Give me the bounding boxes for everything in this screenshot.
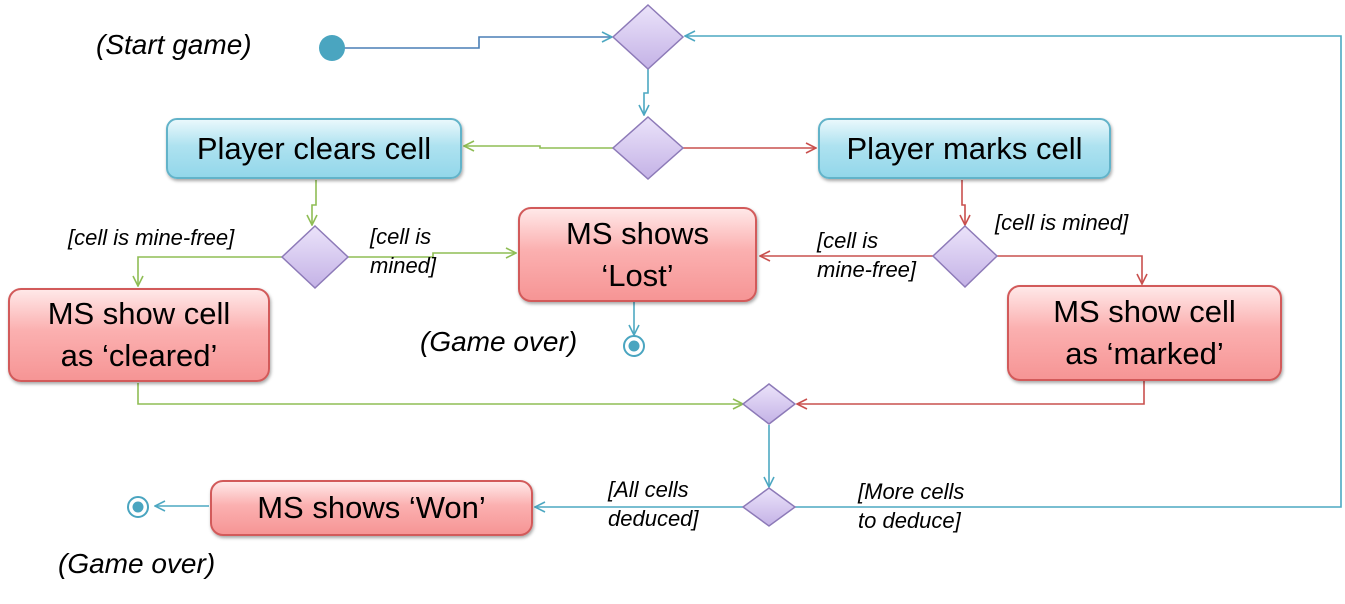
action-ms-show-marked: MS show cell as ‘marked’: [1007, 285, 1282, 381]
guard-line: deduced]: [608, 506, 699, 531]
action-ms-shows-lost: MS shows ‘Lost’: [518, 207, 757, 302]
action-label: MS shows ‘Won’: [257, 490, 486, 525]
edge-merge-to-choice: [644, 69, 648, 115]
edge-choice-to-clear: [464, 146, 614, 148]
action-label-line1: MS shows: [566, 215, 709, 251]
action-label: Player marks cell: [846, 130, 1083, 166]
edge-loop-back: [685, 36, 1342, 508]
edge-mark-to-decision: [962, 180, 965, 225]
action-label-line1: MS show cell: [1053, 294, 1236, 329]
clear-decision-diamond: [280, 224, 350, 290]
guard-clear-mine-free: [cell is mine-free]: [68, 225, 235, 250]
mark-decision-diamond: [931, 224, 999, 289]
action-label-line2: as ‘marked’: [1065, 336, 1224, 371]
join-diamond: [741, 383, 797, 425]
final-node-won: [127, 496, 149, 518]
edge-clear-decision-to-cleared: [138, 256, 282, 286]
game-over-won-label: (Game over): [58, 548, 216, 579]
merge-diamond: [611, 3, 685, 71]
edge-cleared-to-join: [137, 383, 743, 404]
action-label-line2: ‘Lost’: [601, 257, 674, 293]
guard-mark-mine-free: [cell is mine-free]: [817, 226, 916, 284]
guard-line: [More cells: [858, 479, 965, 504]
guard-line: mined]: [370, 253, 437, 278]
action-ms-show-cleared: MS show cell as ‘cleared’: [8, 288, 270, 382]
guard-line: [cell is: [817, 228, 879, 253]
choice-diamond: [611, 115, 685, 181]
guard-clear-mined: [cell is mined]: [370, 222, 436, 280]
guard-more-to-deduce: [More cells to deduce]: [858, 477, 964, 535]
action-ms-shows-won: MS shows ‘Won’: [210, 480, 533, 536]
action-label-line1: MS show cell: [47, 296, 231, 331]
end-decision-diamond: [741, 487, 797, 527]
guard-mark-mined: [cell is mined]: [995, 210, 1129, 235]
guard-all-deduced: [All cells deduced]: [608, 475, 699, 533]
action-player-marks-cell: Player marks cell: [818, 118, 1111, 179]
game-over-lost-label: (Game over): [420, 326, 578, 357]
guard-line: to deduce]: [858, 508, 961, 533]
action-label-line2: as ‘cleared’: [60, 338, 218, 373]
edge-clear-to-decision: [312, 180, 316, 225]
edge-mark-decision-to-marked: [997, 255, 1142, 284]
initial-node: [319, 35, 345, 61]
guard-line: [All cells: [608, 477, 689, 502]
final-node-lost: [623, 335, 645, 357]
start-game-label: (Start game): [96, 29, 252, 60]
edge-start-to-merge: [344, 37, 612, 49]
guard-line: [cell is: [370, 224, 432, 249]
action-label: Player clears cell: [196, 130, 432, 166]
action-player-clears-cell: Player clears cell: [166, 118, 462, 179]
edge-clear-decision-to-lost: [348, 253, 516, 257]
edge-marked-to-join: [797, 381, 1145, 404]
guard-line: mine-free]: [817, 257, 917, 282]
